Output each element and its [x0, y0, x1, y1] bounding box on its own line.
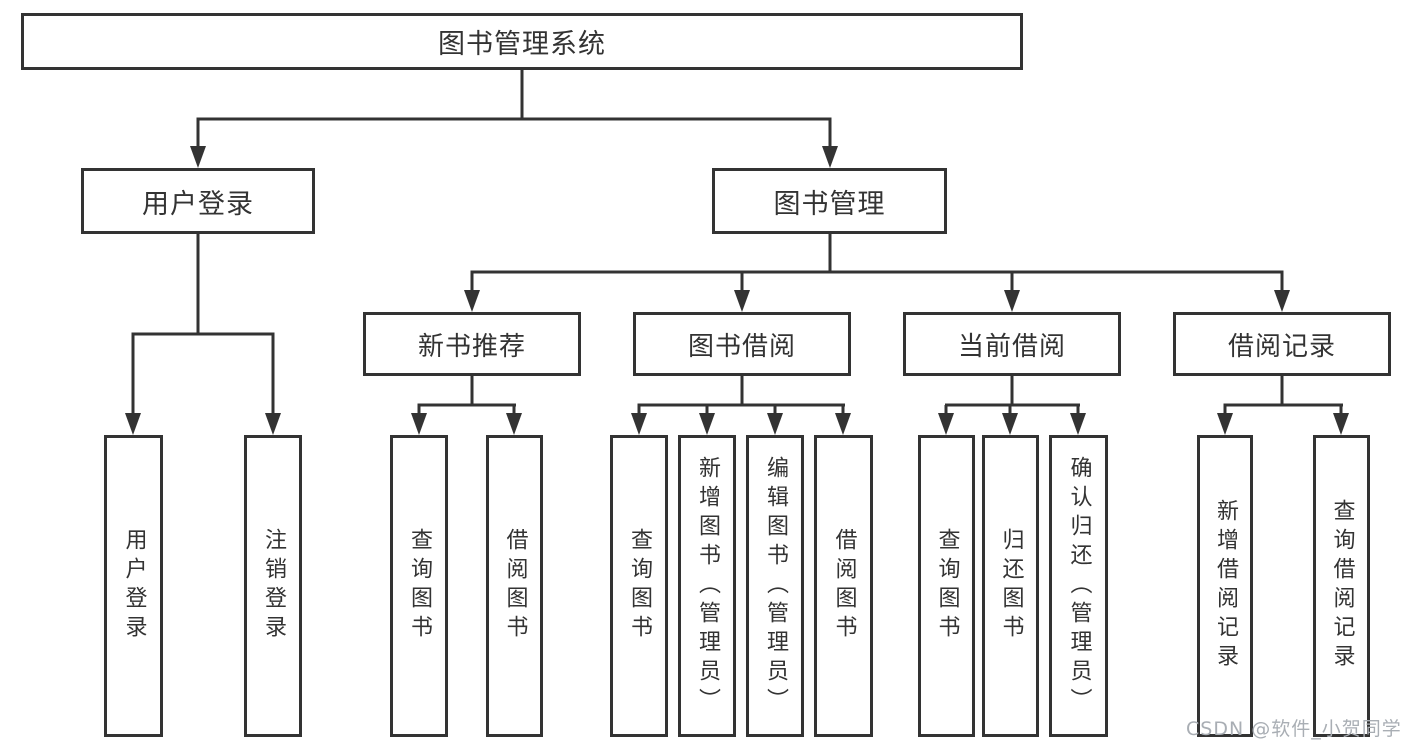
node-user-login: 用户登录: [81, 168, 315, 234]
leaf-add-book-admin: 新增图书（管理员）: [678, 435, 736, 737]
leaf-query-books-recommend-label: 查询图书: [407, 528, 432, 644]
node-current-borrow: 当前借阅: [903, 312, 1121, 376]
leaf-confirm-return-admin: 确认归还（管理员）: [1049, 435, 1108, 737]
leaf-confirm-return-admin-label: 确认归还（管理员）: [1066, 455, 1092, 717]
node-new-book-recommend: 新书推荐: [363, 312, 581, 376]
leaf-logout-label: 注销登录: [261, 528, 286, 644]
node-root-label: 图书管理系统: [438, 29, 606, 60]
watermark: CSDN @软件_小贺同学: [1186, 718, 1402, 740]
node-borrow-records-label: 借阅记录: [1227, 331, 1336, 362]
node-book-borrow: 图书借阅: [633, 312, 851, 376]
leaf-return-books-label: 归还图书: [998, 528, 1024, 644]
node-new-book-recommend-label: 新书推荐: [417, 331, 526, 362]
leaf-query-books-borrow: 查询图书: [610, 435, 668, 737]
leaf-query-books-current: 查询图书: [918, 435, 975, 737]
leaf-query-books-borrow-label: 查询图书: [627, 528, 652, 644]
leaf-add-book-admin-label: 新增图书（管理员）: [695, 455, 720, 717]
leaf-user-login-label: 用户登录: [121, 528, 147, 644]
leaf-query-books-recommend: 查询图书: [390, 435, 448, 737]
node-borrow-records: 借阅记录: [1173, 312, 1391, 376]
leaf-return-books: 归还图书: [982, 435, 1039, 737]
leaf-query-books-current-label: 查询图书: [934, 528, 960, 644]
node-user-login-label: 用户登录: [142, 188, 254, 220]
node-book-borrow-label: 图书借阅: [687, 331, 796, 362]
leaf-logout: 注销登录: [244, 435, 302, 737]
node-book-management-label: 图书管理: [773, 188, 886, 220]
leaf-query-borrow-record-label: 查询借阅记录: [1329, 499, 1355, 673]
leaf-borrow-books: 借阅图书: [814, 435, 873, 737]
leaf-borrow-books-recommend: 借阅图书: [486, 435, 543, 737]
node-current-borrow-label: 当前借阅: [957, 331, 1066, 362]
leaf-add-borrow-record-label: 新增借阅记录: [1213, 499, 1238, 673]
leaf-query-borrow-record: 查询借阅记录: [1313, 435, 1370, 737]
node-book-management: 图书管理: [712, 168, 947, 234]
leaf-borrow-books-label: 借阅图书: [831, 528, 857, 644]
leaf-add-borrow-record: 新增借阅记录: [1197, 435, 1253, 737]
leaf-edit-book-admin-label: 编辑图书（管理员）: [763, 455, 788, 717]
node-root: 图书管理系统: [21, 13, 1023, 70]
leaf-user-login: 用户登录: [104, 435, 163, 737]
leaf-edit-book-admin: 编辑图书（管理员）: [746, 435, 804, 737]
leaf-borrow-books-recommend-label: 借阅图书: [502, 528, 528, 644]
